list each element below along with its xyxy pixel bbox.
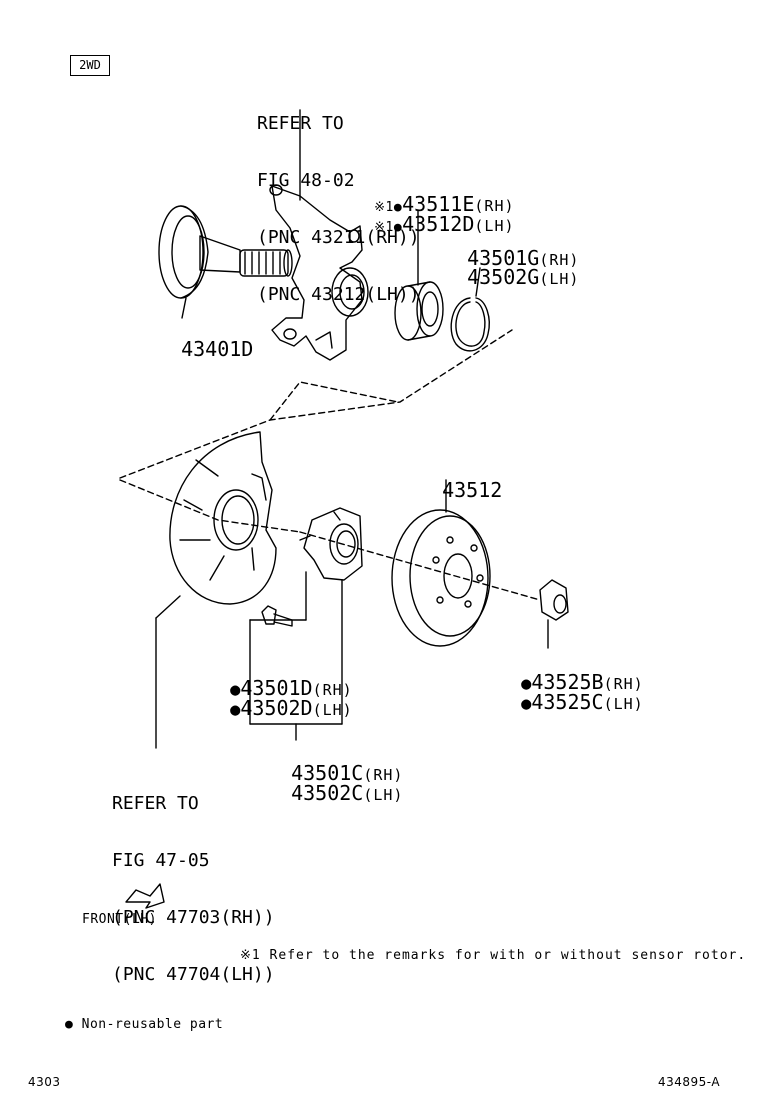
part-label-43512: 43512: [418, 460, 502, 500]
part-side: (LH): [363, 786, 404, 804]
hub-bearing: [394, 209, 444, 341]
part-mark: ※1●: [374, 200, 403, 215]
part-number: 43502D: [240, 696, 313, 720]
refer-dust-cover-note: REFER TO FIG 47-05 (PNC 47703(RH)) (PNC …: [112, 756, 275, 1003]
assembly-dashed-outline-top: [269, 381, 399, 421]
part-number: 43501D: [240, 676, 313, 700]
axle-hub: [249, 507, 363, 741]
hub-nut: [539, 579, 569, 649]
part-number: 43511E: [402, 192, 475, 216]
part-label-43512d: ※1●43512D(LH): [350, 194, 515, 234]
refer-knuckle-note: REFER TO FIG 48-02 (PNC 43211(RH)) (PNC …: [257, 76, 420, 323]
refer-knuckle-line-1: REFER TO: [257, 113, 344, 134]
part-mark: ●: [230, 700, 241, 720]
part-label-43501c: 43501C(RH): [267, 743, 403, 783]
refer-knuckle-line-2: FIG 48-02: [257, 170, 355, 191]
figure-id: 434895-A: [658, 1075, 721, 1089]
disc-rotor: [391, 479, 491, 647]
part-label-43502d: ●43502D(LH): [206, 678, 353, 719]
part-number: 43501C: [291, 761, 364, 785]
part-label-43501g: 43501G(RH): [443, 228, 579, 268]
part-side: (LH): [603, 695, 644, 713]
part-label-43525c: ●43525C(LH): [497, 672, 644, 713]
part-side: (LH): [474, 217, 515, 235]
part-number: 43525C: [531, 690, 604, 714]
part-mark: ●: [521, 674, 532, 694]
part-number: 43512: [442, 478, 503, 502]
refer-dust-cover-line-3: (PNC 47703(RH)): [112, 907, 275, 928]
part-number: 43512D: [402, 212, 475, 236]
refer-knuckle-line-4: (PNC 43212(LH)): [257, 284, 420, 305]
part-number: 43502G: [467, 265, 540, 289]
part-label-43401d: 43401D: [157, 319, 253, 359]
drive-type-tag: 2WD: [70, 55, 110, 76]
remark-note: ※1 Refer to the remarks for with or with…: [240, 948, 747, 963]
part-label-43501d: ●43501D(RH): [206, 658, 353, 699]
hub-bolt: [249, 571, 307, 725]
part-label-43502c: 43502C(LH): [267, 763, 403, 803]
part-label-43502g: 43502G(LH): [443, 247, 579, 287]
part-mark: ●: [230, 680, 241, 700]
steering-knuckle: [269, 109, 369, 361]
part-number: 43401D: [181, 337, 254, 361]
part-number: 43502C: [291, 781, 364, 805]
part-label-43525b: ●43525B(RH): [497, 652, 644, 693]
front-direction-arrow-icon: [125, 883, 165, 909]
part-side: (LH): [312, 701, 353, 719]
front-label: FRONT(LH): [82, 912, 157, 927]
part-side: (LH): [539, 270, 580, 288]
assembly-dashed-outline: [119, 329, 513, 479]
part-side: (RH): [363, 766, 404, 784]
assembly-dashed-outline-right: [299, 531, 541, 601]
drive-shaft-43401d: [158, 205, 293, 319]
part-side: (RH): [539, 251, 580, 269]
refer-dust-cover-line-2: FIG 47-05: [112, 850, 210, 871]
part-side: (RH): [603, 675, 644, 693]
snap-ring: [450, 267, 490, 352]
page-number: 4303: [28, 1075, 61, 1089]
assembly-dashed-outline-lower: [119, 479, 301, 533]
part-mark: ※1●: [374, 220, 403, 235]
part-mark: ●: [521, 694, 532, 714]
legend-note: ● Non-reusable part: [65, 1017, 224, 1032]
part-label-43511e: ※1●43511E(RH): [350, 174, 515, 214]
refer-dust-cover-line-1: REFER TO: [112, 793, 199, 814]
part-side: (RH): [474, 197, 515, 215]
dust-cover: [155, 431, 277, 749]
part-side: (RH): [312, 681, 353, 699]
part-number: 43501G: [467, 246, 540, 270]
refer-dust-cover-line-4: (PNC 47704(LH)): [112, 964, 275, 985]
refer-knuckle-line-3: (PNC 43211(RH)): [257, 227, 420, 248]
part-number: 43525B: [531, 670, 604, 694]
